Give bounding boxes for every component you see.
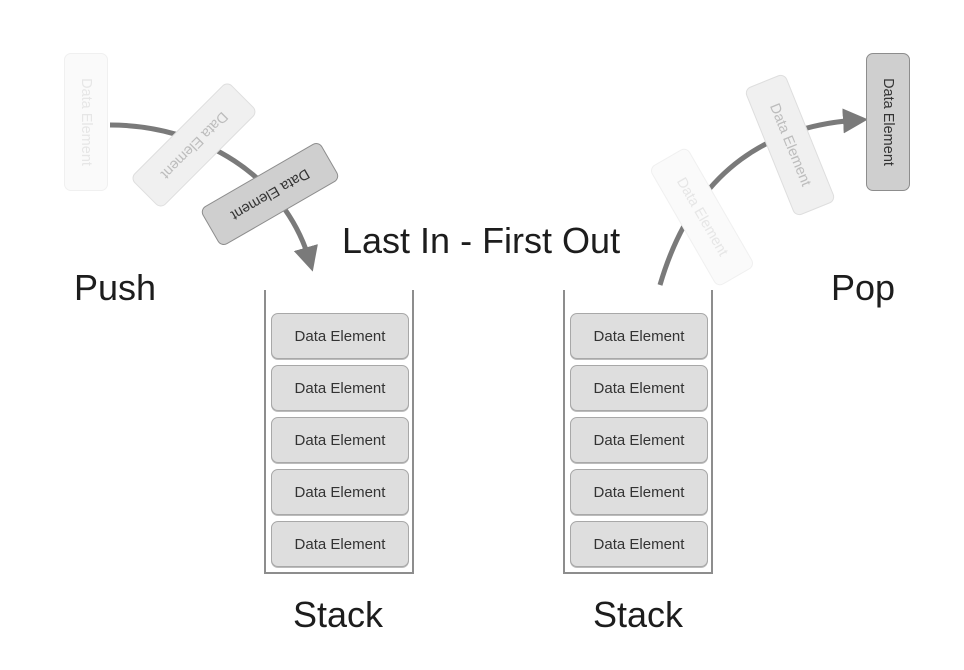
stack-element: Data Element: [570, 313, 708, 359]
push-flying-element: Data Element: [64, 53, 108, 191]
flying-element-label: Data Element: [880, 78, 897, 166]
flying-element-label: Data Element: [673, 174, 731, 260]
push-label: Push: [74, 267, 157, 308]
stack-caption-left: Stack: [293, 594, 384, 635]
stack-element: Data Element: [271, 313, 409, 359]
flying-element-label: Data Element: [78, 78, 95, 166]
flying-element-label: Data Element: [157, 108, 231, 182]
flying-element-label: Data Element: [227, 165, 313, 223]
pop-label: Pop: [831, 267, 896, 308]
push-flying-element: Data Element: [199, 140, 341, 248]
pop-flying-element: Data Element: [648, 146, 756, 288]
diagram-title: Last In - First Out: [342, 220, 621, 261]
stack-element: Data Element: [570, 469, 708, 515]
flying-element-label: Data Element: [766, 101, 814, 189]
stack-element: Data Element: [570, 365, 708, 411]
stack-element: Data Element: [271, 469, 409, 515]
stack-element: Data Element: [570, 417, 708, 463]
stack-caption-right: Stack: [593, 594, 684, 635]
stack-element: Data Element: [570, 521, 708, 567]
stack-element: Data Element: [271, 365, 409, 411]
stack-element: Data Element: [271, 417, 409, 463]
stack-container-left: Data Element Data Element Data Element D…: [264, 290, 414, 574]
stack-element: Data Element: [271, 521, 409, 567]
stack-container-right: Data Element Data Element Data Element D…: [563, 290, 713, 574]
pop-flying-element: Data Element: [866, 53, 910, 191]
pop-flying-element: Data Element: [743, 72, 837, 218]
